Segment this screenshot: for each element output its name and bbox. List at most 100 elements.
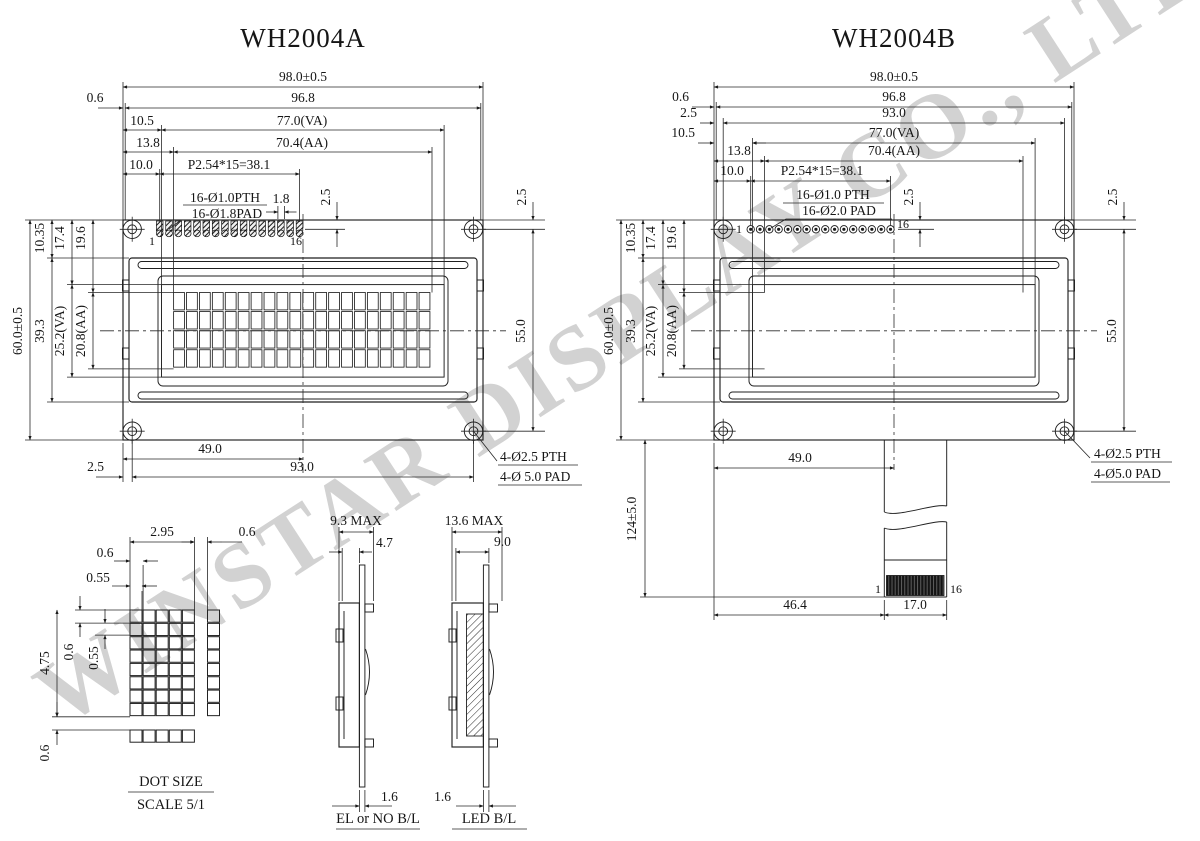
led-solder-arc [489,648,494,696]
dim-46-4: 46.4 [783,597,807,612]
dot-matrix-extra-column [207,609,220,717]
dim-10-5: 10.5 [130,113,154,128]
pad1-label: 1 [736,222,742,236]
callout-hole-pad: 4-Ø5.0 PAD [1094,466,1161,481]
dim-pitch: P2.54*15=38.1 [781,163,864,178]
el-dimension-lines [329,527,420,830]
pin16-label: 16 [290,234,302,248]
dim-0-6: 0.6 [672,89,689,104]
dim-0-6: 0.6 [87,90,104,105]
dim-13-8: 13.8 [727,143,751,158]
dim-93: 93.0 [882,105,906,120]
dim-right-2-5: 2.5 [514,188,529,205]
wh2004a-character-grid [173,292,431,368]
dot-size-label: DOT SIZE [139,774,203,790]
dim-17-4: 17.4 [643,226,658,250]
wh2004b-centerlines [691,214,1097,470]
dim-right-2-5: 2.5 [1105,188,1120,205]
wh2004b-extension-lines [616,82,1136,620]
wh2004a-title: WH2004A [240,23,365,53]
dim-39-3: 39.3 [623,319,638,343]
dot-size-detail: 2.95 0.6 0.6 0.55 0.6 0.55 4.75 0.6 DOT … [37,524,256,813]
dim-13-8: 13.8 [136,135,160,150]
el-display-profile [338,602,360,748]
wh2004a-drawing: WH2004A 1 16 [10,23,582,486]
wh2004a-pin-row [155,220,304,238]
dim-55: 55.0 [513,319,528,343]
wh2004a-dimension-labels: 98.0±0.5 96.8 0.6 10.5 77.0(VA) 13.8 70.… [10,69,571,484]
dim-20-8-aa: 20.8(AA) [664,305,679,357]
callout-pth: 16-Ø1.0PTH [190,190,260,205]
dim-pitch: P2.54*15=38.1 [188,157,271,172]
dim-4-75: 4.75 [37,651,52,675]
dim-vdot-0-55: 0.55 [86,646,101,670]
dim-10-35: 10.35 [623,223,638,254]
dim-13-6-max: 13.6 MAX [445,513,504,528]
wh2004a-dimension-lines [28,85,582,486]
dim-10-0: 10.0 [720,163,744,178]
dim-124: 124±5.0 [624,496,639,541]
dim-10-5: 10.5 [671,125,695,140]
dim-dot-0-55: 0.55 [86,570,110,585]
dim-60: 60.0±0.5 [10,307,25,355]
dim-pin-2-5: 2.5 [901,188,916,205]
wh2004b-dimension-labels: 98.0±0.5 96.8 0.6 93.0 2.5 10.5 77.0(VA)… [601,69,1161,612]
callout-pad: 16-Ø1.8PAD [192,206,263,221]
dim-49: 49.0 [198,441,222,456]
led-backlight-block [466,613,484,737]
dim-98: 98.0±0.5 [279,69,327,84]
dim-70-4-aa: 70.4(AA) [276,135,328,150]
wh2004b-pad-row [746,225,895,234]
dim-98: 98.0±0.5 [870,69,918,84]
dim-1-8: 1.8 [273,191,290,206]
dim-77-va: 77.0(VA) [277,113,327,128]
wh2004b-title: WH2004B [832,23,956,53]
dim-19-6: 19.6 [664,226,679,250]
el-pcb-profile [358,564,366,788]
dim-55: 55.0 [1104,319,1119,343]
dim-pitch-0-6: 0.6 [97,545,114,560]
tail-pin1-label: 1 [875,582,881,596]
dot-detail-labels: 2.95 0.6 0.6 0.55 0.6 0.55 4.75 0.6 DOT … [37,524,256,813]
dim-93: 93.0 [290,459,314,474]
dim-25-2-va: 25.2(VA) [643,306,658,356]
dim-19-6: 19.6 [73,226,88,250]
dot-matrix-grid [129,609,195,717]
callout-pth: 16-Ø1.0 PTH [796,187,870,202]
dim-17: 17.0 [903,597,927,612]
side-view-el: 9.3 MAX 4.7 1.6 EL or NO B/L [329,513,420,830]
dim-bottom-0-6: 0.6 [37,744,52,761]
dim-9-0: 9.0 [494,534,511,549]
dim-70-4-aa: 70.4(AA) [868,143,920,158]
callout-pad: 16-Ø2.0 PAD [802,203,876,218]
tail-pin16-label: 16 [950,582,962,596]
callout-hole-pth: 4-Ø2.5 PTH [500,449,567,464]
side-view-led: 13.6 MAX 9.0 1.6 LED B/L [434,513,527,830]
wh2004b-drawing: WH2004B 1 16 1 16 [601,23,1172,620]
dot-matrix-extra-row [129,729,195,743]
dim-pin-2-5: 2.5 [318,188,333,205]
dim-bottom-2-5: 2.5 [87,459,104,474]
led-dimension-lines [451,527,527,830]
pad16-label: 16 [897,217,909,231]
wh2004a-centerlines [100,214,506,473]
dim-1-6: 1.6 [434,789,451,804]
dim-10-0: 10.0 [129,157,153,172]
dim-17-4: 17.4 [52,226,67,250]
dim-gap-0-6: 0.6 [239,524,256,539]
callout-hole-pad: 4-Ø 5.0 PAD [500,469,571,484]
el-solder-arc [365,648,370,696]
dim-96-8: 96.8 [291,90,315,105]
tail-connector [886,575,945,596]
wh2004b-tail: 1 16 [875,440,962,598]
dim-2-95: 2.95 [150,524,174,539]
el-caption: EL or NO B/L [336,811,420,827]
dim-1-6: 1.6 [381,789,398,804]
wh2004b-dimension-lines [619,85,1172,617]
dim-9-3-max: 9.3 MAX [330,513,382,528]
dim-96-8: 96.8 [882,89,906,104]
dim-20-8-aa: 20.8(AA) [73,305,88,357]
dim-25-2-va: 25.2(VA) [52,306,67,356]
